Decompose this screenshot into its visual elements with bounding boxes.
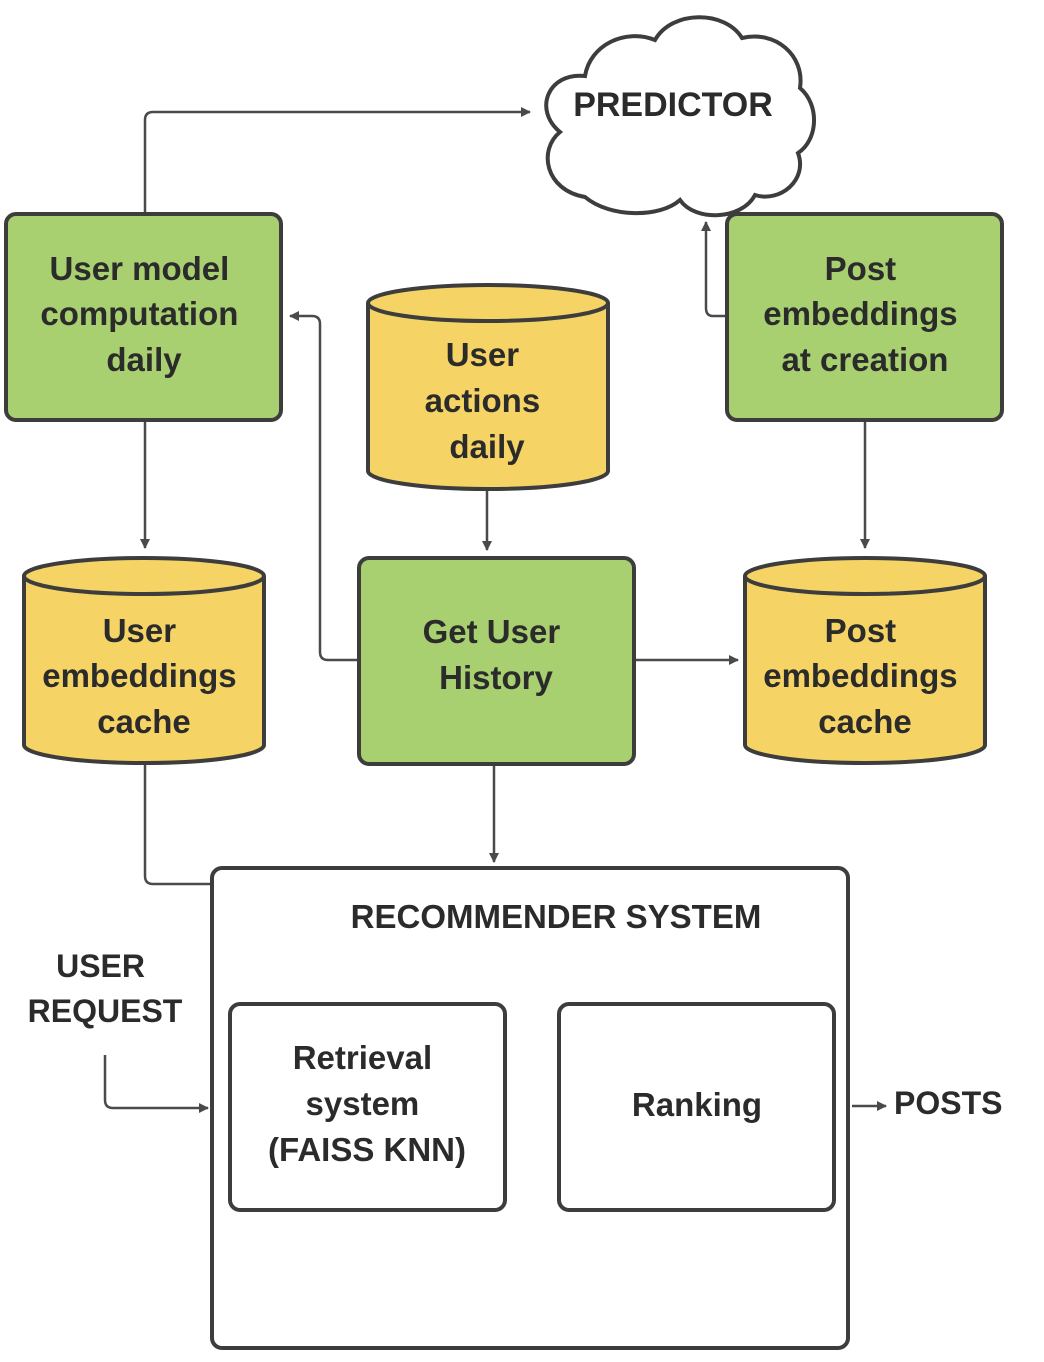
get-user-history-box [357,556,636,766]
user-model-label: User model computation daily [40,250,247,378]
predictor-node: PREDICTOR [544,15,816,218]
post-emb-creation-box [725,212,1004,422]
recommender-system-title: RECOMMENDER SYSTEM [351,898,762,935]
user-actions-cylinder-rim [366,302,610,323]
ranking-label: Ranking [632,1086,762,1123]
user-model-node: User model computation daily [4,212,283,422]
user-emb-cache-cylinder-rim [22,575,266,596]
cloud-shape [544,15,816,218]
user-model-box [4,212,283,422]
user-actions-cylinder [366,283,610,491]
recommender-system: RECOMMENDER SYSTEM Retrieval system (FAI… [210,866,850,1350]
post-emb-creation-label: Post embeddings at creation [763,250,967,378]
user-actions-node: User actions daily [366,283,610,491]
retrieval-label: Retrieval system (FAISS KNN) [268,1039,466,1168]
post-emb-cache-cylinder [743,556,987,765]
get-user-history-node: Get User History [357,556,636,766]
user-request-label: USER REQUEST [28,948,183,1029]
posts-label: POSTS [894,1085,1002,1121]
user-emb-cache-cylinder [22,556,266,765]
edge-user-request-to-recommender [103,1055,209,1113]
get-user-history-label: Get User History [423,613,570,696]
user-actions-label: User actions daily [425,336,550,465]
post-emb-cache-label: Post embeddings cache [763,612,967,740]
edge-user-model-to-predictor [143,107,531,212]
user-emb-cache-node: User embeddings cache [22,556,266,765]
ranking-box [557,1002,836,1212]
user-emb-cache-label: User embeddings cache [42,612,246,740]
recommender-system-box [210,866,850,1350]
edge-post-emb-creation-to-predictor [701,221,727,318]
retrieval-box [228,1002,507,1212]
post-emb-cache-node: Post embeddings cache [743,556,987,765]
post-emb-creation-node: Post embeddings at creation [725,212,1004,422]
edge-get-user-history-to-user-model [289,311,358,662]
post-emb-cache-cylinder-rim [743,575,987,596]
predictor-label: PREDICTOR [573,86,773,124]
